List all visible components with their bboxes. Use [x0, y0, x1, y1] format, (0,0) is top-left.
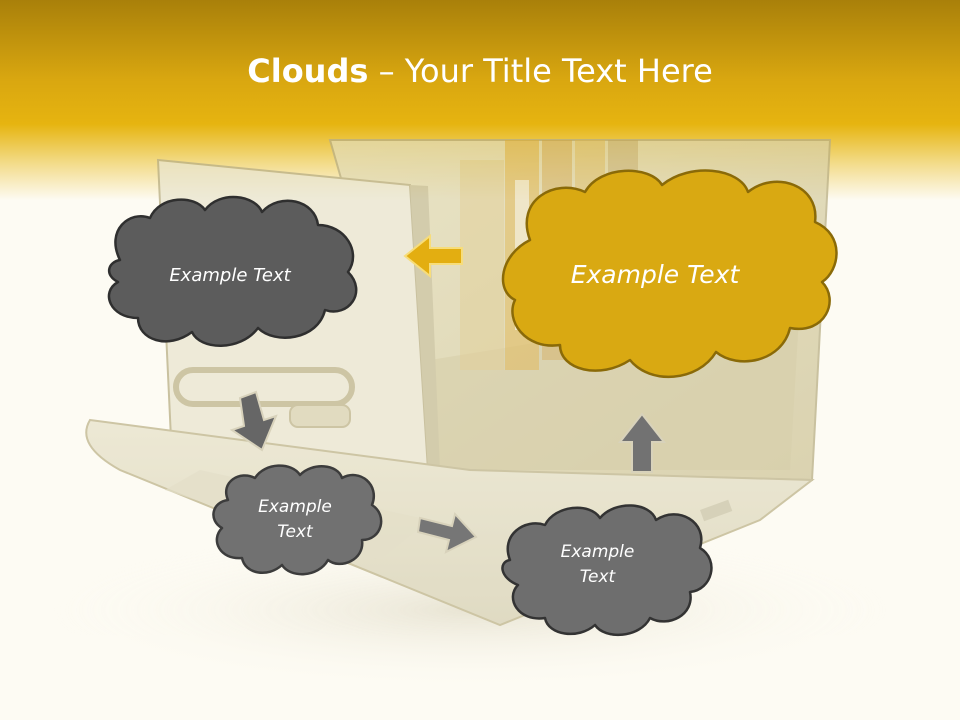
page-title: Clouds – Your Title Text Here [0, 52, 960, 90]
cloud-2 [501, 169, 838, 379]
arrow-down-icon [229, 390, 278, 452]
arrow-right-icon [416, 511, 478, 554]
title-separator: – [368, 52, 405, 90]
cloud-2-label: Example Text [520, 240, 790, 310]
cloud-4-text-line-2: Text [579, 567, 616, 587]
cloud-4-label: Example Text [525, 530, 670, 600]
title-bold: Clouds [247, 52, 369, 90]
cloud-3-label: Example Text [225, 485, 365, 555]
arrow-left-icon [403, 233, 463, 279]
cloud-4-text-line-1: Example [560, 541, 635, 562]
cloud-3 [212, 464, 383, 576]
arrow-up-icon [617, 412, 667, 473]
cloud-3-text-line-1: Example [258, 496, 332, 517]
title-rest: Your Title Text Here [404, 52, 713, 90]
cloud-1-text: Example Text [169, 264, 291, 286]
cloud-1 [107, 195, 358, 347]
cloud-1-label: Example Text [120, 240, 340, 310]
cloud-3-text-line-2: Text [277, 522, 313, 542]
cloud-2-text: Example Text [570, 260, 740, 290]
cloud-4 [501, 504, 713, 637]
